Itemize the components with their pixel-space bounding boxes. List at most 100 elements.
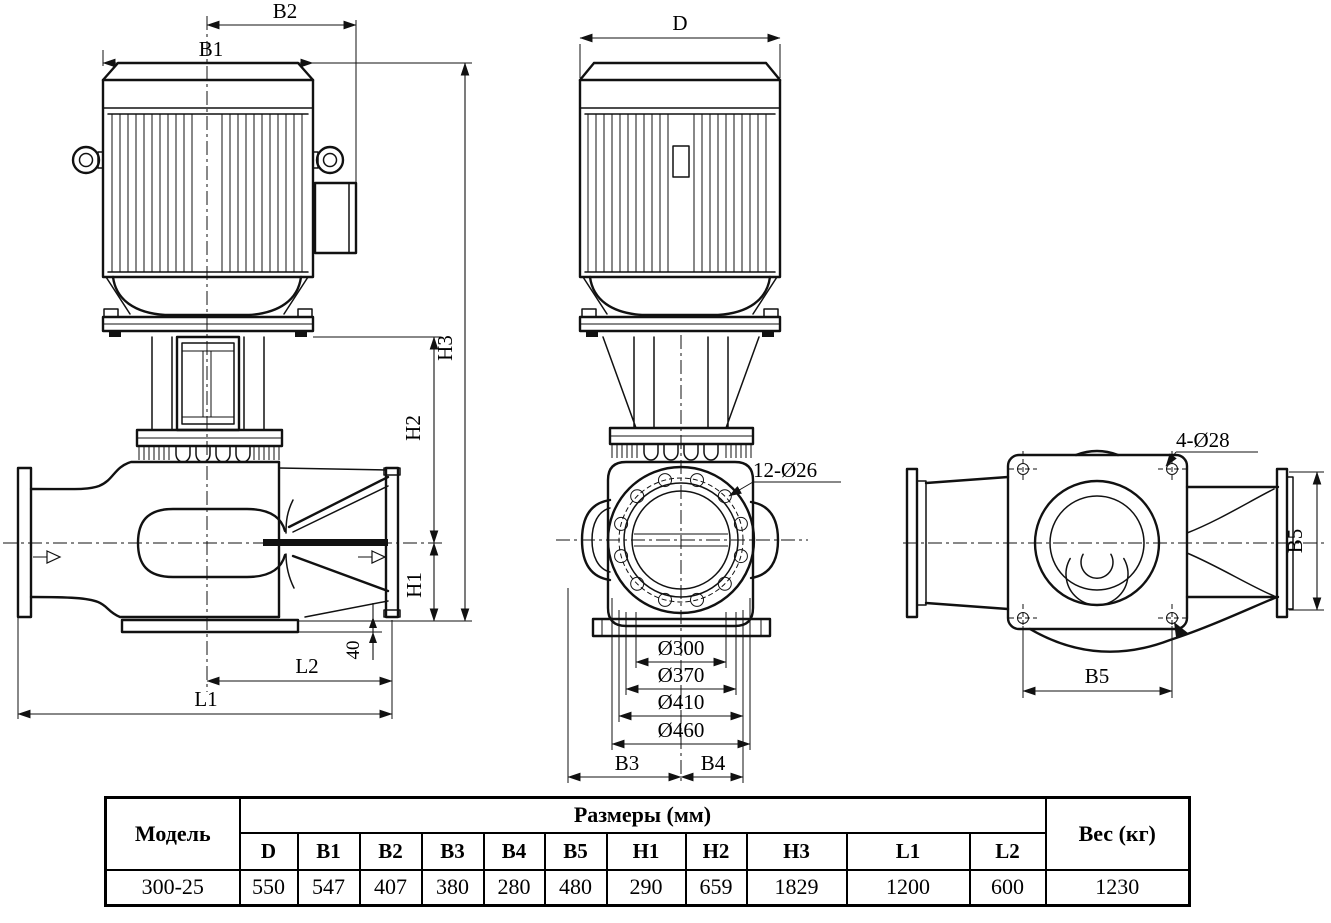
table-col-h2: H2 (684, 831, 748, 871)
casing-arc-below (1028, 595, 1279, 653)
cell-l2: 600 (968, 868, 1047, 907)
cell-model: 300-25 (104, 868, 241, 907)
head-rib-comb (138, 446, 280, 460)
table-header-weight: Вес (кг) (1044, 796, 1191, 871)
motor-cap-side (578, 61, 782, 82)
base-plate-side (591, 617, 772, 638)
dim-label-dia410: Ø410 (658, 690, 705, 714)
cell-b5: 480 (543, 868, 608, 907)
dim-40: 40 (343, 603, 377, 660)
table-header-dimensions: Размеры (мм) (238, 796, 1047, 834)
pump-casing-front (16, 460, 401, 634)
discharge-flange-face (606, 465, 756, 615)
motor-nameplate (672, 145, 690, 178)
top-bump (1074, 449, 1120, 457)
dim-label-b3: B3 (615, 751, 640, 775)
outlet-pipe-top (278, 467, 387, 471)
table-col-h3: H3 (745, 831, 848, 871)
impeller-chamber-outline (136, 507, 287, 579)
volute-tongue-mark (1174, 622, 1188, 637)
table-col-b5: B5 (543, 831, 608, 871)
bolt-note-4-label: 4-Ø28 (1176, 428, 1230, 452)
plate-bolt-holes (1009, 451, 1186, 632)
motor-end-shield-side (588, 275, 772, 317)
dimension-table: Модель Размеры (мм) Вес (кг) D B1 B2 B3 … (104, 796, 1191, 907)
head-rib-comb-side (611, 444, 752, 458)
cell-b3: 380 (420, 868, 485, 907)
cell-h1: 290 (605, 868, 687, 907)
bolt-circle (618, 477, 744, 603)
table-col-b4: B4 (482, 831, 546, 871)
mounting-plate (1006, 453, 1189, 631)
table-col-d: D (238, 831, 299, 871)
motor-cooling-fins (111, 114, 303, 272)
lifting-eye-left (71, 145, 104, 175)
table-column-header-row: D B1 B2 B3 B4 B5 H1 H2 H3 L1 L2 (106, 831, 1190, 871)
discharge-lobe (749, 500, 780, 580)
dim-label-dia300: Ø300 (658, 636, 705, 660)
terminal-box (313, 181, 358, 255)
volute-arc-inner (1080, 553, 1114, 579)
lantern-columns (151, 336, 265, 431)
motor-cap (101, 61, 315, 82)
dim-label-b5-vertical: B5 (1283, 529, 1307, 554)
suction-lobe-inner (591, 507, 611, 573)
cell-h3: 1829 (745, 868, 848, 907)
lantern-side (602, 336, 760, 429)
suction-pipe-top (905, 467, 1010, 619)
dim-label-b1: B1 (199, 37, 224, 61)
front-view: B2 B1 H3 H2 H1 40 L2 L1 (3, 0, 472, 719)
dim-label-h1: H1 (402, 572, 426, 598)
motor-stool-gussets (105, 276, 309, 315)
stool-gussets-side (582, 276, 778, 315)
dia-extension-lines (567, 588, 751, 783)
table-col-b2: B2 (358, 831, 423, 871)
front-extension-lines (17, 20, 472, 719)
casing-bottom-outline (29, 595, 281, 619)
volute-top (1028, 449, 1279, 653)
cell-d: 550 (238, 868, 299, 907)
motor-body (101, 78, 315, 279)
motor-cooling-fins-side (587, 114, 767, 272)
cell-b1: 547 (296, 868, 361, 907)
table-col-b3: B3 (420, 831, 485, 871)
motor-fin-frame-side (584, 113, 776, 273)
outlet-split-bar (263, 539, 388, 546)
discharge-pipe-top (1185, 467, 1294, 619)
dim-label-l1: L1 (194, 687, 217, 711)
coupling-shaft (182, 350, 234, 418)
outlet-cone (287, 475, 390, 593)
table-col-l1: L1 (845, 831, 971, 871)
dim-label-d: D (672, 11, 687, 35)
dim-label-dia460: Ø460 (658, 718, 705, 742)
outlet-cone-inner (292, 485, 389, 618)
base-plate (120, 618, 300, 634)
technical-drawing: B2 B1 H3 H2 H1 40 L2 L1 (3, 0, 1325, 784)
lifting-eye-right (312, 145, 345, 175)
bore-band (634, 533, 728, 547)
head-ribs-side (643, 443, 719, 461)
inlet-flange (16, 466, 33, 619)
base-plate-lines-side (601, 619, 762, 636)
dim-label-b2: B2 (273, 0, 298, 23)
dim-label-dia370: Ø370 (658, 663, 705, 687)
motor-end-shield (111, 275, 303, 317)
d-extension-lines (579, 44, 781, 78)
dim-label-b4: B4 (701, 751, 726, 775)
head-ribs (175, 445, 251, 463)
cell-b4: 280 (482, 868, 546, 907)
top-view: 4-Ø28 B5 B5 (903, 428, 1325, 698)
table-col-l2: L2 (968, 831, 1047, 871)
table-col-h1: H1 (605, 831, 687, 871)
bolt-note-4: 4-Ø28 (1165, 428, 1258, 467)
cell-h2: 659 (684, 868, 748, 907)
b5h-extension-lines (1022, 626, 1173, 698)
coupling-window-inner (181, 342, 235, 425)
side-view: D 12-Ø26 Ø300 Ø370 Ø410 Ø460 B3 B4 (556, 11, 841, 784)
cell-l1: 1200 (845, 868, 971, 907)
dim-label-h2: H2 (401, 415, 425, 441)
bolt-note-12: 12-Ø26 (728, 458, 841, 497)
flow-arrow-in (33, 550, 62, 564)
diffuser-throat (285, 499, 295, 589)
table-col-b1: B1 (296, 831, 361, 871)
